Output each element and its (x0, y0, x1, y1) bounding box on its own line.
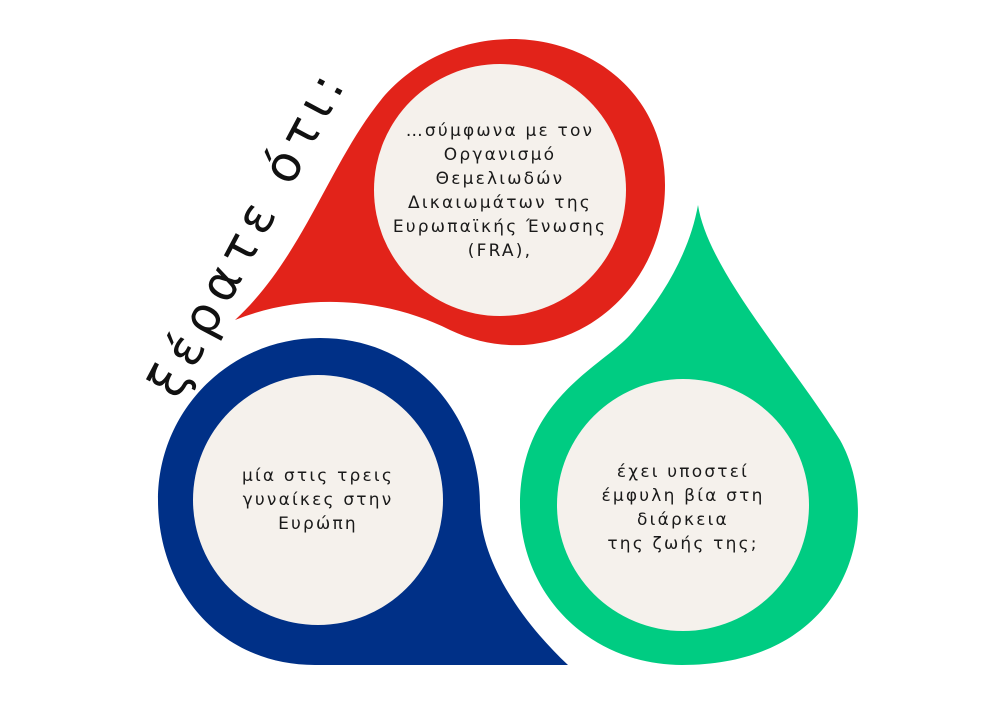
green-text-line: έμφυλη βία στη (601, 486, 765, 506)
green-circle-text: έχει υποστεί έμφυλη βία στη διάρκεια της… (573, 448, 793, 568)
red-circle-text: …σύμφωνα με τον Οργανισμό Θεμελιωδών Δικ… (376, 96, 624, 286)
green-inner-circle (557, 379, 809, 631)
red-text-line: Ευρωπαϊκής Ένωσης (392, 217, 608, 237)
blue-text-line: γυναίκες στην (242, 490, 394, 510)
red-text-line: Θεμελιωδών (435, 169, 565, 189)
red-text-line: Δικαιωμάτων της (408, 193, 592, 213)
red-text-line: …σύμφωνα με τον (405, 121, 595, 141)
blue-circle-text: μία στις τρεις γυναίκες στην Ευρώπη (208, 440, 428, 560)
blue-text-line: Ευρώπη (278, 514, 358, 534)
red-text-line: (FRA), (467, 241, 533, 261)
green-text-line: διάρκεια (637, 510, 729, 530)
green-text-line: έχει υποστεί (616, 462, 750, 482)
red-inner-circle (374, 64, 626, 316)
blue-inner-circle (193, 375, 443, 625)
green-text-line: της ζωής της; (607, 534, 759, 554)
blue-text-line: μία στις τρεις (241, 466, 395, 486)
red-text-line: Οργανισμό (443, 145, 557, 165)
